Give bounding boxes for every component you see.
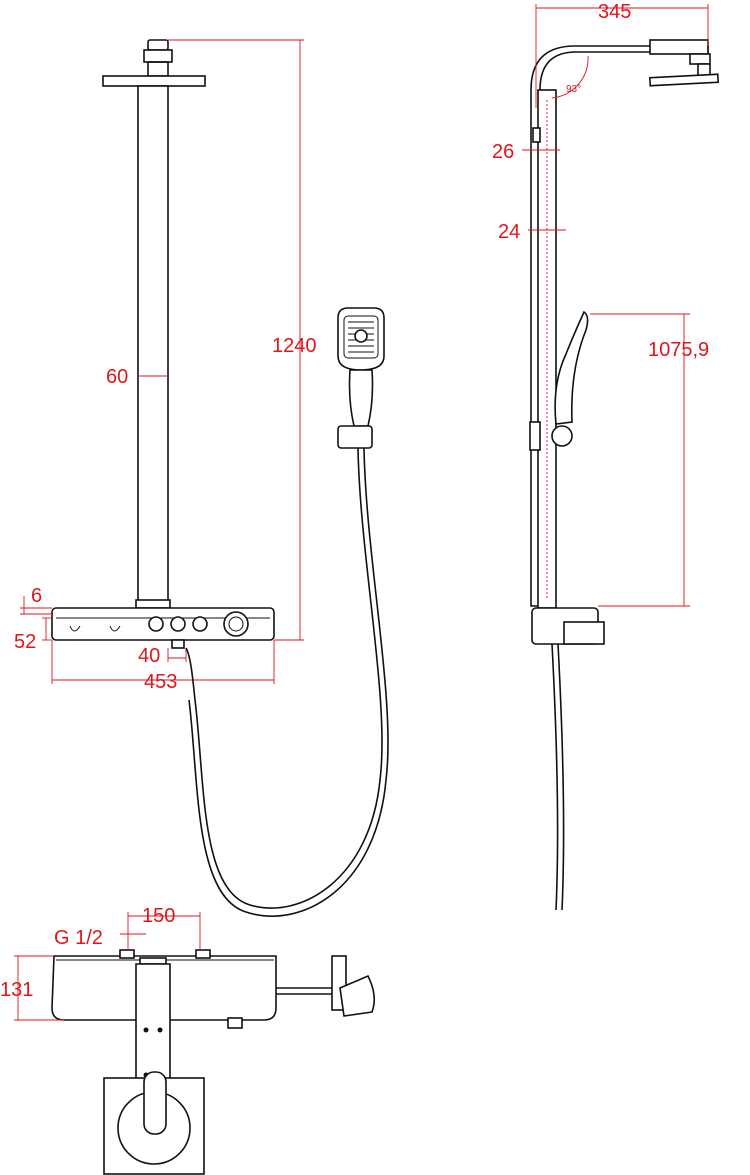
dim-bar-height: 52	[14, 631, 36, 653]
dim-arm-reach: 345	[598, 1, 631, 23]
dim-pipe-upper: 26	[492, 141, 514, 163]
top-riser-pipe	[135, 963, 171, 1081]
side-thermostat-knob	[563, 621, 605, 645]
dim-pipe-width: 60	[106, 366, 128, 388]
side-wall-bracket	[532, 127, 541, 143]
top-view	[51, 949, 376, 1175]
front-swivel-joint	[143, 49, 173, 63]
dim-pipe-lower: 24	[498, 221, 520, 243]
front-swivel-ball	[147, 61, 169, 77]
side-slider-clamp	[529, 421, 541, 451]
dim-top-offset: 6	[31, 585, 42, 607]
dim-inlet-thread: G 1/2	[54, 927, 103, 949]
top-inlet-left	[119, 949, 135, 959]
dim-slide-height: 1075,9	[648, 339, 709, 361]
top-dimensions: 150 G 1/2 131	[0, 905, 201, 1021]
front-view	[51, 39, 275, 649]
shower-hose	[185, 447, 383, 909]
side-slider-knob	[551, 425, 573, 447]
side-view	[529, 39, 720, 911]
front-dimensions: 1240 60 6 52 40 453	[14, 39, 317, 693]
top-hand-shower	[339, 974, 376, 1017]
front-outlet	[171, 639, 185, 649]
side-riser-arm	[530, 45, 709, 607]
front-riser-pipe	[137, 85, 169, 607]
hand-shower	[185, 307, 389, 917]
front-shower-head	[102, 75, 206, 87]
dim-bar-width: 453	[144, 671, 177, 693]
side-hand-shower	[554, 310, 589, 425]
front-button-2	[170, 616, 186, 632]
front-top-nut	[147, 39, 169, 51]
dim-total-height: 1240	[272, 335, 317, 357]
side-dimensions: 345 93° 26 24 1075,9	[492, 1, 709, 607]
side-shower-head	[648, 73, 720, 87]
side-hose	[551, 643, 559, 911]
dim-inlet-spacing: 150	[142, 905, 175, 927]
front-pipe-collar	[135, 599, 171, 609]
top-outlet	[227, 1017, 243, 1029]
front-thermostat-knob	[223, 611, 249, 637]
front-button-1	[148, 616, 164, 632]
dim-arm-angle: 93°	[566, 84, 581, 95]
dim-outlet-width: 40	[138, 645, 160, 667]
front-shelf-hooks	[69, 625, 121, 632]
side-arm-end	[649, 39, 709, 55]
hand-shower-handle	[348, 369, 374, 427]
top-inlet-right	[195, 949, 211, 959]
side-head-joint	[689, 53, 711, 65]
dim-bar-depth: 131	[0, 979, 33, 1001]
hand-shower-holder	[337, 425, 373, 449]
front-button-3	[192, 616, 208, 632]
